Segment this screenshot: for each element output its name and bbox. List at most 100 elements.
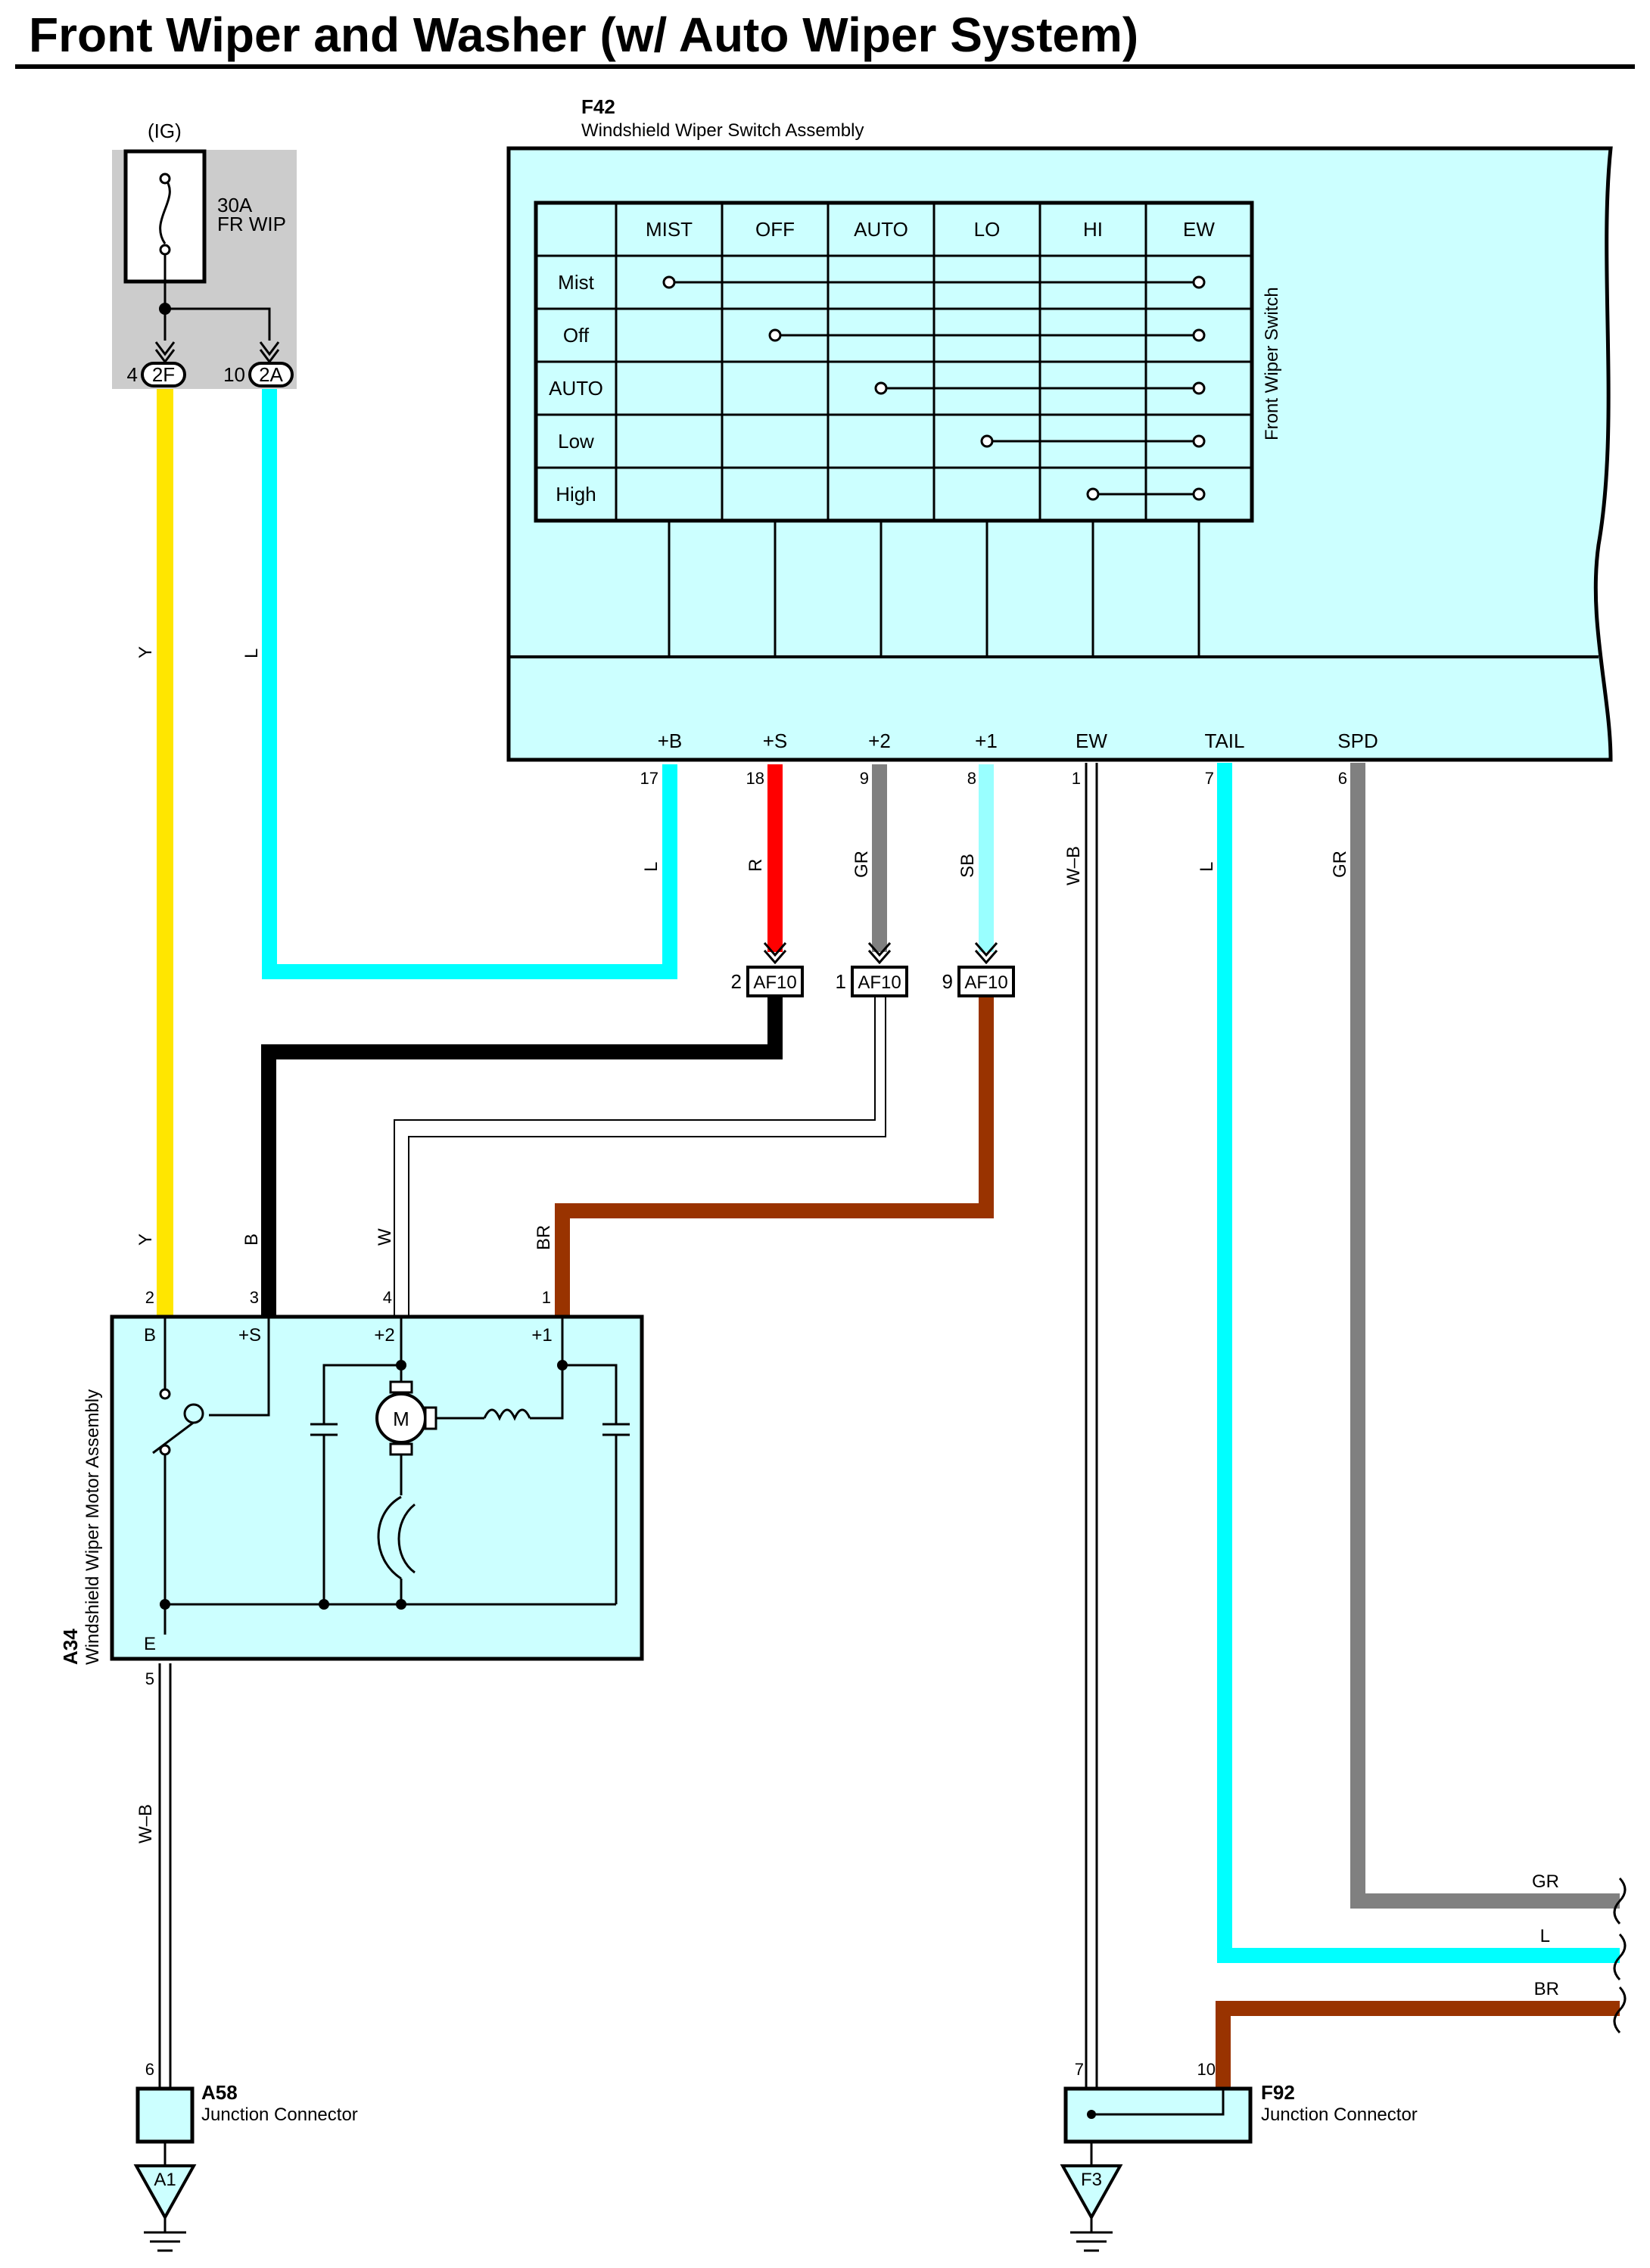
svg-text:3: 3 [250, 1288, 259, 1307]
svg-text:4: 4 [383, 1288, 392, 1307]
svg-text:9: 9 [860, 769, 869, 788]
wire-cyan-tail [1217, 763, 1620, 1963]
svg-text:L: L [641, 862, 662, 872]
svg-text:R: R [746, 859, 766, 872]
svg-text:+1: +1 [531, 1325, 552, 1346]
circuit-breaker-icon [377, 1495, 402, 1580]
mode-mist: Mist [558, 271, 594, 294]
fuse-pin-10: 10 [223, 363, 245, 386]
f92-code: F92 [1261, 2081, 1295, 2104]
a58-code: A58 [201, 2081, 238, 2104]
fuse-pin-4: 4 [127, 363, 138, 386]
mode-low: Low [558, 430, 594, 453]
svg-text:6: 6 [145, 2060, 154, 2079]
switch-name: Windshield Wiper Switch Assembly [581, 120, 864, 141]
svg-text:7: 7 [1205, 769, 1214, 788]
f92-name: Junction Connector [1261, 2105, 1418, 2125]
motor-housing [110, 1314, 644, 1661]
svg-text:7: 7 [1075, 2060, 1084, 2079]
wire-white-plus-2 [394, 997, 876, 1318]
svg-text:W–B: W–B [135, 1804, 156, 1843]
svg-text:SPD: SPD [1337, 730, 1378, 752]
svg-text:A1: A1 [154, 2170, 176, 2190]
svg-text:2: 2 [145, 1288, 154, 1307]
svg-text:BR: BR [534, 1225, 554, 1250]
wires [157, 389, 1620, 2111]
wire-black-plus-s [261, 997, 783, 1318]
af10-connector-pin2 [746, 966, 804, 997]
fuse-source-label: (IG) [148, 120, 182, 142]
svg-text:B: B [144, 1325, 156, 1346]
fuse-block: (IG) 30A FR WIP 2F 2A 4 10 [112, 120, 297, 389]
svg-text:AF10: AF10 [858, 972, 901, 993]
switch-code: F42 [581, 95, 615, 118]
junction-f92: 7 10 F92 Junction Connector F3 [1060, 2060, 1418, 2252]
svg-text:17: 17 [640, 769, 658, 788]
svg-text:AF10: AF10 [753, 972, 796, 993]
pos-lo: LO [974, 218, 1001, 241]
svg-text:+S: +S [238, 1325, 261, 1346]
wire-cyan-plus-b [262, 389, 677, 979]
mode-high: High [556, 483, 596, 506]
exit-label-l: L [1540, 1926, 1550, 1946]
svg-text:+S: +S [763, 730, 788, 752]
svg-text:W–B: W–B [1063, 846, 1084, 885]
wire-label-l-upper: L [241, 649, 262, 658]
svg-text:SB: SB [957, 854, 978, 878]
svg-text:TAIL: TAIL [1205, 730, 1245, 752]
svg-text:2F: 2F [152, 363, 175, 386]
svg-text:GR: GR [1330, 851, 1350, 878]
svg-text:M: M [393, 1408, 409, 1430]
svg-text:B: B [241, 1234, 262, 1246]
junction-a58: 6 A58 Junction Connector A1 [133, 2060, 358, 2252]
svg-text:9: 9 [942, 970, 953, 993]
svg-text:Y: Y [135, 1234, 156, 1246]
ground-a1-icon [133, 2164, 197, 2221]
svg-text:L: L [1197, 862, 1217, 872]
motor-assembly: A34 Windshield Wiper Motor Assembly 2 3 … [59, 1288, 644, 1688]
pos-auto: AUTO [854, 218, 908, 241]
svg-text:2: 2 [731, 970, 742, 993]
af10-connector-pin1 [851, 966, 908, 997]
mode-off: Off [563, 324, 590, 347]
a58-name: Junction Connector [201, 2105, 358, 2125]
svg-text:E: E [144, 1634, 156, 1654]
svg-text:+1: +1 [975, 730, 998, 752]
svg-text:18: 18 [746, 769, 764, 788]
pos-ew: EW [1183, 218, 1215, 241]
svg-text:10: 10 [1197, 2060, 1216, 2079]
fuse-rating: 30A [217, 194, 253, 216]
fuse-name: FR WIP [217, 213, 286, 235]
page-title: Front Wiper and Washer (w/ Auto Wiper Sy… [29, 8, 1138, 62]
switch-assembly: F42 Windshield Wiper Switch Assembly MIS… [506, 95, 1613, 788]
wire-label-y-upper: Y [135, 646, 156, 658]
inductor-icon [483, 1408, 531, 1421]
svg-text:8: 8 [967, 769, 976, 788]
ground-f3-icon [1060, 2164, 1123, 2221]
svg-text:1: 1 [836, 970, 846, 993]
svg-text:1: 1 [1072, 769, 1081, 788]
switch-side-label: Front Wiper Switch [1262, 287, 1282, 440]
svg-text:+2: +2 [868, 730, 891, 752]
svg-text:F3: F3 [1081, 2170, 1102, 2190]
fuse-icon [159, 178, 171, 244]
exit-label-gr: GR [1532, 1871, 1559, 1892]
svg-text:+2: +2 [374, 1325, 394, 1346]
pos-off: OFF [755, 218, 795, 241]
svg-text:EW: EW [1076, 730, 1107, 752]
a58-box [135, 2086, 195, 2144]
pos-hi: HI [1083, 218, 1103, 241]
junction-af10: AF10 AF10 AF10 2 1 9 [731, 942, 1015, 997]
svg-text:+B: +B [658, 730, 683, 752]
exit-label-br: BR [1534, 1979, 1559, 1999]
wire-brown-f92 [1216, 2001, 1620, 2087]
svg-text:1: 1 [542, 1288, 551, 1307]
wire-gray-spd [1350, 763, 1620, 1909]
pos-mist: MIST [646, 218, 693, 241]
af10-connector-pin9 [957, 966, 1015, 997]
connector-2a [248, 362, 294, 387]
svg-text:2A: 2A [259, 363, 283, 386]
svg-text:5: 5 [145, 1669, 154, 1688]
svg-text:AF10: AF10 [964, 972, 1007, 993]
